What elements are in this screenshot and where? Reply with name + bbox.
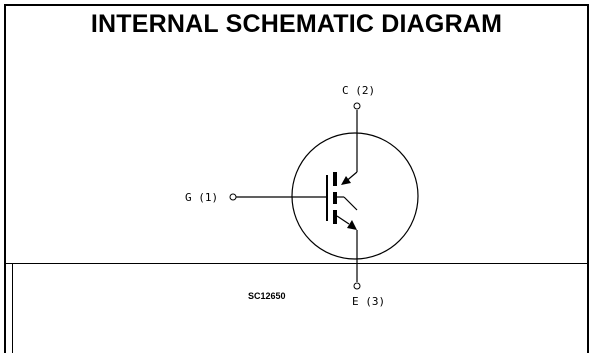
emitter-label: E (3) (352, 295, 385, 308)
emitter-diagonal (336, 215, 350, 225)
body-diagonal (343, 196, 358, 211)
separator-tick (12, 263, 13, 353)
channel-segment-top (333, 172, 337, 186)
diagram-frame (4, 4, 589, 353)
collector-terminal (353, 102, 361, 110)
drawing-code-label: SC12650 (248, 291, 286, 301)
emitter-terminal (353, 282, 361, 290)
emitter-arrow (347, 220, 357, 230)
transistor-envelope (291, 132, 419, 260)
gate-label: G (1) (185, 191, 218, 204)
gate-terminal (229, 193, 237, 201)
collector-label: C (2) (342, 84, 375, 97)
channel-segment-bottom (333, 210, 337, 224)
channel-segment-middle (333, 192, 337, 204)
separator-line (5, 263, 588, 264)
diagram-title: INTERNAL SCHEMATIC DIAGRAM (90, 10, 503, 38)
collector-arrow (341, 176, 351, 185)
